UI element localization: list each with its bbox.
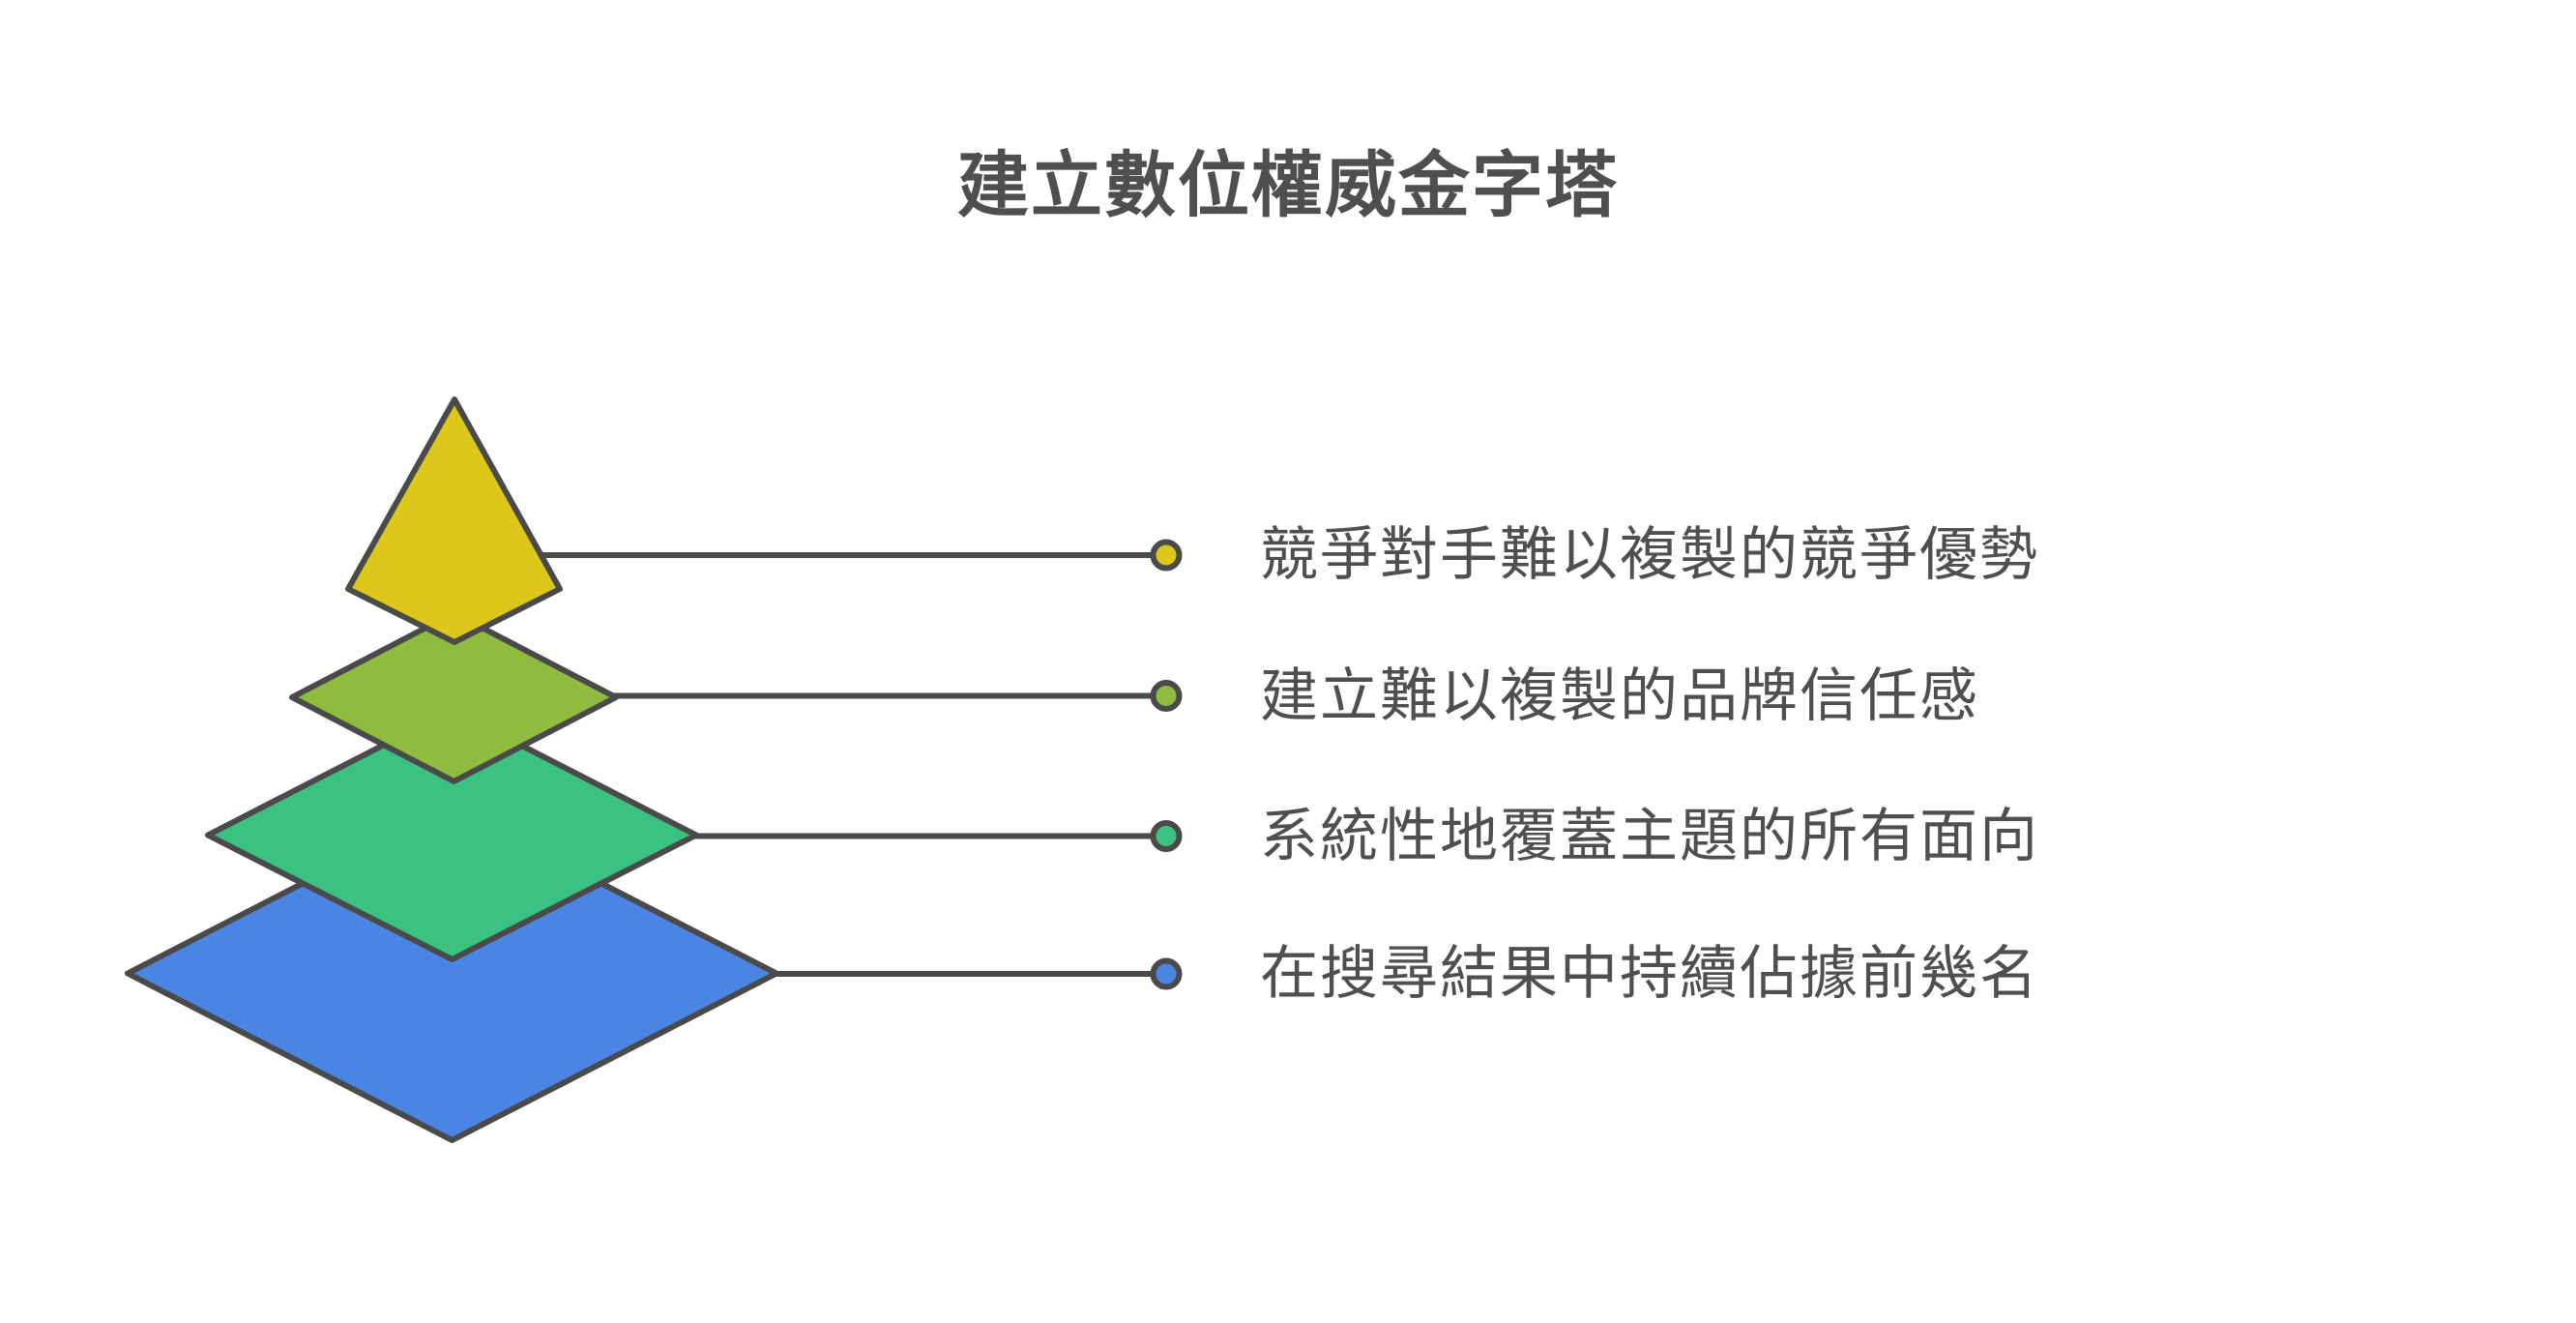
diagram-title: 建立數位權威金字塔 <box>957 145 1619 225</box>
pyramid-level-2-shape <box>289 610 619 784</box>
level-3-label: 系統性地覆蓋主題的所有面向 <box>1260 804 2039 868</box>
bullet-circle-level-2-icon <box>1150 680 1183 712</box>
level-4-label: 在搜尋結果中持續佔據前幾名 <box>1260 941 2039 1006</box>
level-2-label: 建立難以複製的品牌信任感 <box>1260 663 1979 728</box>
bullet-circle-level-4-icon <box>1150 957 1183 990</box>
bullet-circle-level-3-icon <box>1150 820 1183 852</box>
pyramid-level-1-shape <box>345 397 563 645</box>
level-1-label: 競爭對手難以複製的競爭優勢 <box>1260 522 2039 587</box>
bullet-circle-level-1-icon <box>1150 539 1183 572</box>
pyramid-level-4-shape <box>125 804 779 1143</box>
pyramid-level-3-shape <box>205 707 699 962</box>
